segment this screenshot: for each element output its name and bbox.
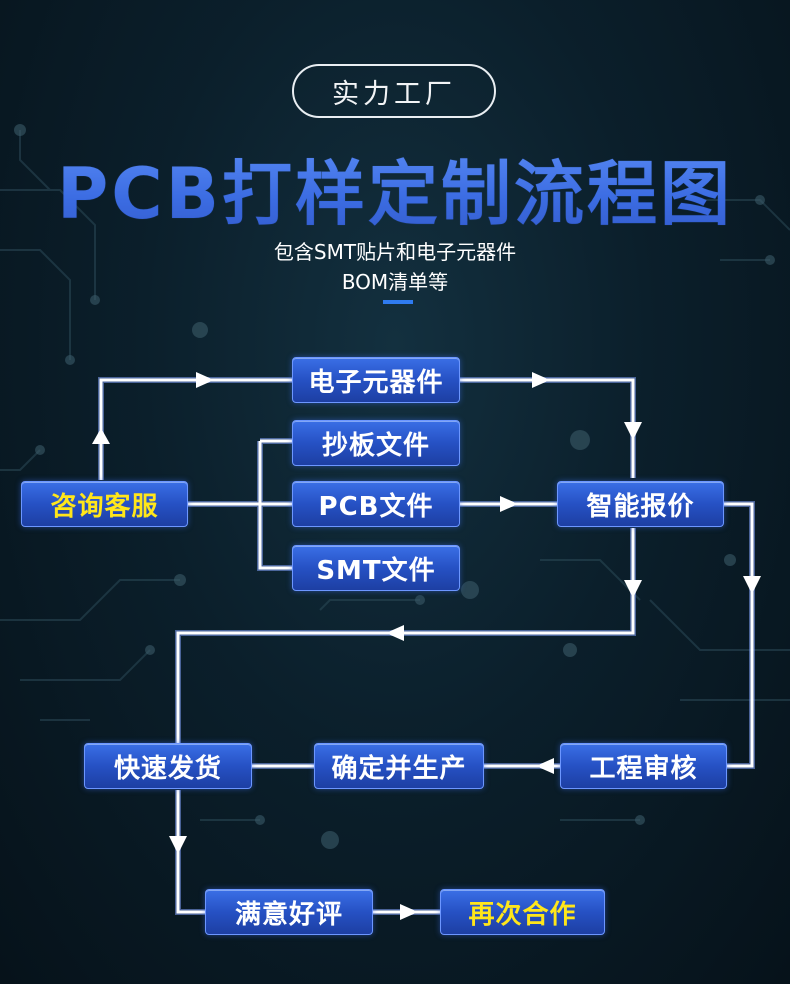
arrow-right-icon: [400, 904, 418, 920]
arrow-up-icon: [92, 428, 110, 444]
subtitle-line-1: 包含SMT贴片和电子元器件: [273, 240, 517, 264]
arrow-down-icon: [169, 836, 187, 854]
node-satisfied-review: 满意好评: [205, 889, 373, 935]
arrow-down-icon: [624, 422, 642, 440]
node-smt-file: SMT文件: [292, 545, 460, 591]
node-smart-quote: 智能报价: [557, 481, 724, 527]
subtitle-line-2: BOM清单等: [341, 270, 449, 294]
node-pcb-file: PCB文件: [292, 481, 460, 527]
node-engineering-review: 工程审核: [560, 743, 727, 789]
node-confirm-production: 确定并生产: [314, 743, 484, 789]
factory-badge: 实力工厂: [292, 64, 496, 118]
arrow-left-icon: [386, 625, 404, 641]
node-copy-board-file: 抄板文件: [292, 420, 460, 466]
arrow-down-icon: [624, 580, 642, 598]
node-electronic-components: 电子元器件: [292, 357, 460, 403]
subtitle-underline: [383, 300, 413, 304]
arrow-right-icon: [196, 372, 214, 388]
node-consult: 咨询客服: [21, 481, 188, 527]
arrow-right-icon: [532, 372, 550, 388]
arrow-right-icon: [500, 496, 518, 512]
node-fast-shipping: 快速发货: [84, 743, 252, 789]
node-cooperate-again: 再次合作: [440, 889, 605, 935]
page-title: PCB打样定制流程图: [0, 138, 790, 239]
arrow-left-icon: [536, 758, 554, 774]
arrow-down-icon: [743, 576, 761, 594]
